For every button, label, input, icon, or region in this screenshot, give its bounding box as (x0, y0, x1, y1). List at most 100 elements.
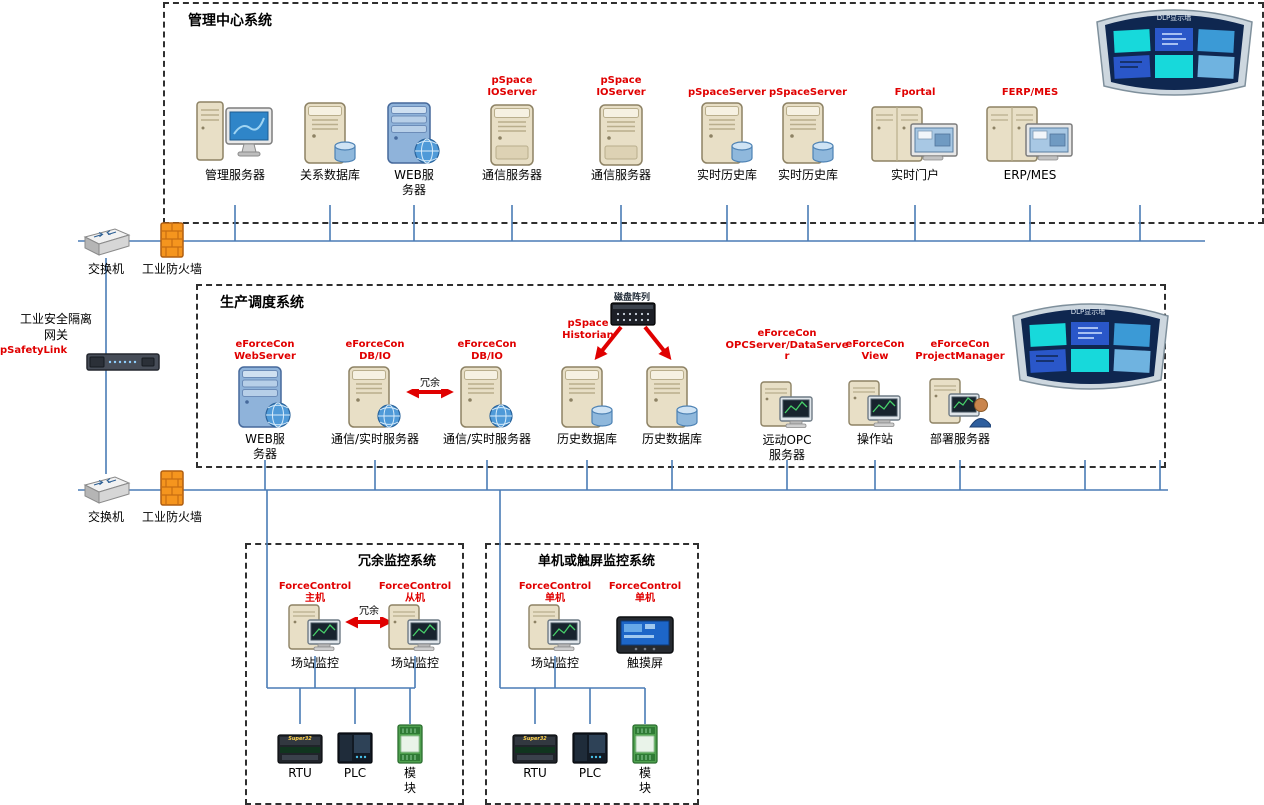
device-io-module: 模 块 (617, 722, 673, 796)
redundancy-label: 冗余 (351, 606, 387, 617)
node-comm-server-1: pSpace IOServer 通信服务器 (467, 74, 557, 183)
device-face-text: Super32 (523, 736, 547, 742)
zone-production-border (196, 284, 1166, 468)
web-server-icon (387, 98, 441, 166)
node-touchscreen: ForceControl 单机 触摸屏 (600, 580, 690, 671)
workstation-icon (848, 362, 902, 430)
device-rtu: Super32 RTU (272, 722, 328, 781)
product-label: eForceCon OPCServer/DataServe r (725, 328, 849, 362)
product-label: eForceCon ProjectManager (915, 339, 1005, 362)
node-history-db-2: 历史数据库 (627, 328, 717, 447)
device-label: RTU (523, 766, 547, 780)
product-label: ForceControl 单机 (608, 581, 682, 604)
node-realtime-portal: Fportal 实时门户 (870, 74, 960, 183)
node-label: 触摸屏 (626, 656, 663, 670)
dlp-display-wall-icon (1008, 300, 1173, 399)
gateway-product-label: pSafetyLink (0, 345, 68, 356)
node-label: 实时门户 (890, 168, 939, 182)
workstation-icon (760, 363, 814, 431)
node-label: WEB服 务器 (394, 168, 434, 197)
desktop-computer-icon (196, 98, 274, 166)
zone-management-border (163, 2, 1264, 224)
touchscreen-icon (616, 604, 674, 654)
node-label: 通信服务器 (481, 168, 542, 182)
product-label: Fportal (894, 86, 936, 98)
node-label: 通信/实时服务器 (330, 432, 420, 446)
workstation-icon (986, 98, 1074, 166)
database-server-icon (782, 98, 834, 166)
node-label: 关系数据库 (299, 168, 360, 182)
server-icon (599, 98, 643, 166)
device-label: 模 块 (403, 766, 416, 795)
plc-icon (337, 722, 373, 764)
node-management-server: 管理服务器 (190, 74, 280, 183)
zone-title-redundant: 冗余监控系统 (358, 554, 437, 569)
disk-array-label: 磁盘阵列 (613, 293, 650, 303)
node-history-db-1: 历史数据库 (542, 328, 632, 447)
rtu-icon (512, 722, 558, 764)
node-label: ERP/MES (1003, 168, 1057, 182)
product-label: eForceCon DB/IO (457, 339, 517, 362)
database-server-icon (646, 362, 698, 430)
zone-standalone-border (485, 543, 699, 805)
device-plc: PLC (562, 722, 618, 781)
workstation-icon (528, 604, 582, 654)
node-prod-web-server: eForceCon WebServer WEB服 务器 (220, 328, 310, 462)
node-comm-rt-server-2: eForceCon DB/IO 通信/实时服务器 (435, 328, 539, 447)
database-server-icon (701, 98, 753, 166)
server-icon (460, 362, 514, 430)
switch-label: 交换机 (87, 510, 124, 524)
node-forcecontrol-standalone: ForceControl 单机 场站监控 (510, 580, 600, 671)
node-label: 历史数据库 (556, 432, 617, 446)
web-server-icon (238, 362, 292, 430)
product-label: pSpace IOServer (487, 75, 537, 98)
node-label: 实时历史库 (777, 168, 838, 182)
firewall-icon (160, 222, 184, 262)
node-web-server-top: WEB服 务器 (369, 74, 459, 198)
node-label: 历史数据库 (641, 432, 702, 446)
historian-product-label: pSpace Historian (562, 318, 614, 341)
plc-icon (572, 722, 608, 764)
node-label: 部署服务器 (929, 432, 990, 446)
node-label: 场站监控 (290, 656, 339, 670)
node-label: 操作站 (856, 432, 893, 446)
node-realtime-history-2: pSpaceServer 实时历史库 (763, 74, 853, 183)
io-module-icon (397, 722, 423, 764)
server-icon (348, 362, 402, 430)
node-erp-mes: FERP/MES ERP/MES (985, 74, 1075, 183)
device-face-text: Super32 (288, 736, 312, 742)
product-label: eForceCon DB/IO (345, 339, 405, 362)
node-relational-db: 关系数据库 (285, 74, 375, 183)
device-plc: PLC (327, 722, 383, 781)
switch-label: 交换机 (87, 262, 124, 276)
product-label: pSpaceServer (768, 86, 848, 98)
firewall-label: 工业防火墙 (141, 510, 202, 524)
product-label: pSpace IOServer (596, 75, 646, 98)
node-label: 场站监控 (390, 656, 439, 670)
device-label: 模 块 (638, 766, 651, 795)
node-label: 管理服务器 (204, 168, 265, 182)
firewall-icon (160, 470, 184, 510)
workstation-icon (388, 604, 442, 654)
node-comm-rt-server-1: eForceCon DB/IO 通信/实时服务器 (323, 328, 427, 447)
product-label: eForceCon WebServer (234, 339, 296, 362)
redundancy-label: 冗余 (412, 378, 448, 389)
io-module-icon (632, 722, 658, 764)
zone-redundant-border (245, 543, 464, 805)
node-opc-server: eForceCon OPCServer/DataServe r 远动OPC 服务… (726, 328, 849, 463)
product-label: eForceCon View (845, 339, 905, 362)
workstation-icon (288, 604, 342, 654)
firewall-label: 工业防火墙 (141, 262, 202, 276)
node-comm-server-2: pSpace IOServer 通信服务器 (576, 74, 666, 183)
node-label: WEB服 务器 (245, 432, 285, 461)
network-switch-icon (82, 226, 132, 262)
disk-array-icon (610, 302, 656, 330)
product-label: ForceControl 主机 (278, 581, 352, 604)
workstation-person-icon (929, 362, 991, 430)
dlp-wall-label: DLP显示墙 (1156, 14, 1192, 22)
zone-title-management: 管理中心系统 (188, 13, 272, 29)
zone-title-production: 生产调度系统 (220, 295, 304, 311)
node-realtime-history-1: pSpaceServer 实时历史库 (682, 74, 772, 183)
rtu-icon (277, 722, 323, 764)
